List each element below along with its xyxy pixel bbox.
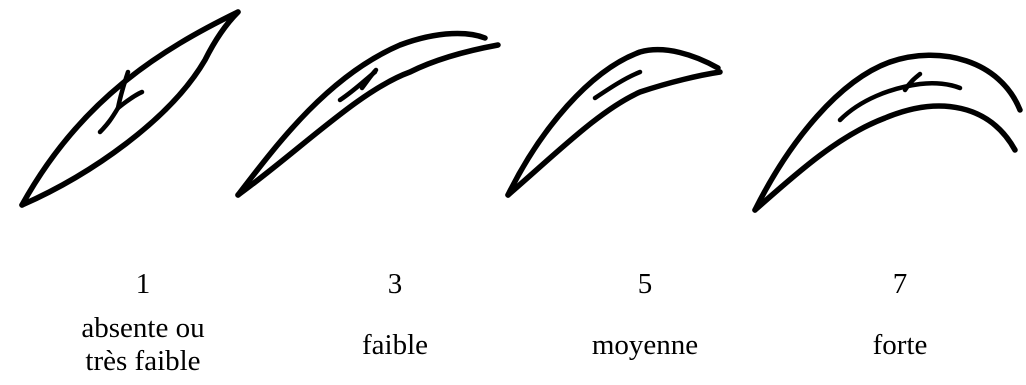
- scale-description-1: absente ou très faible: [81, 312, 205, 377]
- leaf-vein-3: [592, 69, 643, 101]
- leaf-outline-2b: [235, 42, 501, 198]
- scale-column-5: 5 moyenne: [535, 268, 755, 384]
- leaf-sketches: [19, 9, 1023, 213]
- leaf-outline-2: [235, 30, 488, 198]
- scale-column-3: 3 faible: [285, 268, 505, 384]
- leaf-vein-4: [837, 80, 963, 123]
- leaf-sketch-1: [19, 9, 241, 208]
- leaf-outline-1: [19, 9, 241, 208]
- leaf-vein-1c: [97, 105, 121, 135]
- scale-column-7: 7 forte: [790, 268, 1010, 384]
- scale-number-1: 1: [135, 268, 151, 300]
- leaf-vein-2b: [359, 67, 379, 91]
- leaf-vein-4b: [902, 71, 923, 93]
- leaf-outline-3b: [505, 69, 723, 198]
- leaf-sketch-4: [752, 52, 1023, 213]
- scale-column-1: 1 absente ou très faible: [33, 268, 253, 384]
- scale-number-3: 3: [387, 268, 403, 300]
- leaf-sketch-2: [235, 30, 501, 198]
- scale-description-3: faible: [361, 328, 428, 361]
- scale-number-7: 7: [892, 268, 908, 300]
- leaf-outline-4b: [752, 103, 1018, 213]
- scale-description-7: forte: [872, 328, 928, 361]
- leaf-vein-1b: [115, 89, 145, 111]
- leaf-outline-1b: [19, 9, 241, 208]
- leaf-outline-3: [505, 46, 721, 198]
- scale-description-5: moyenne: [591, 328, 699, 361]
- leaf-sketch-3: [505, 46, 723, 198]
- scale-number-5: 5: [637, 268, 653, 300]
- leaf-outline-4: [752, 52, 1023, 213]
